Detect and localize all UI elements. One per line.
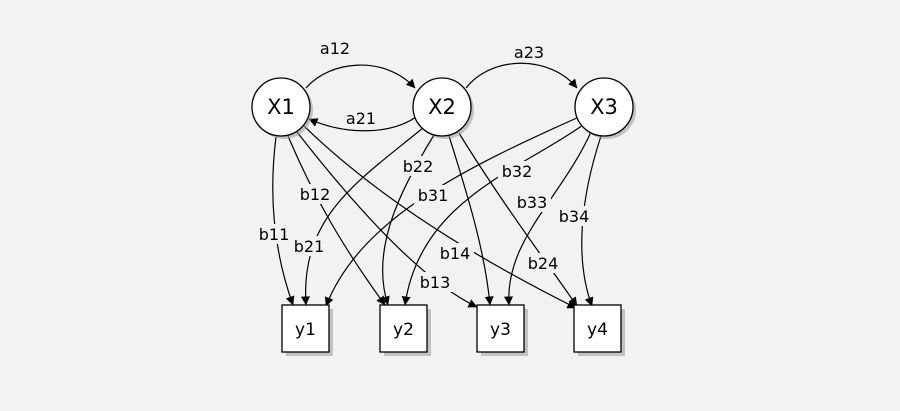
- state-node-x3: X3: [574, 77, 636, 139]
- observation-label: y2: [393, 320, 414, 340]
- label-b13: b13: [420, 273, 451, 292]
- state-label: X2: [428, 95, 456, 119]
- label-b12: b12: [300, 185, 331, 204]
- edges: [272, 62, 602, 309]
- label-a21: a21: [346, 109, 376, 128]
- observation-node-y1: y1: [281, 304, 333, 356]
- observation-node-y4: y4: [573, 304, 625, 356]
- label-b14: b14: [440, 244, 471, 263]
- edge-b13: [296, 131, 478, 308]
- observation-nodes: y1 y2 y3 y4: [281, 304, 625, 356]
- label-a12: a12: [320, 39, 350, 58]
- label-b21: b21: [294, 237, 325, 256]
- edge-b12: [287, 135, 386, 306]
- observation-label: y4: [587, 320, 608, 340]
- edge-b33: [503, 131, 592, 306]
- state-node-x2: X2: [412, 77, 474, 139]
- edge-b21: [300, 126, 425, 306]
- observation-node-y3: y3: [476, 304, 528, 356]
- label-b11: b11: [259, 225, 290, 244]
- edge-labels: a12 a21 a23 b11 b12 b13 b14 b21 b22 b24 …: [255, 39, 593, 292]
- edge-a23: [465, 62, 578, 89]
- edge-b32: [401, 124, 584, 306]
- observation-node-y2: y2: [379, 304, 431, 356]
- edge-a12: [305, 64, 416, 89]
- observation-label: y1: [295, 320, 316, 340]
- edge-b34: [581, 135, 602, 307]
- label-b24: b24: [528, 254, 559, 273]
- label-b31: b31: [418, 186, 449, 205]
- edge-b11: [272, 136, 295, 306]
- label-a23: a23: [514, 43, 544, 62]
- label-b22: b22: [403, 157, 434, 176]
- state-label: X1: [267, 95, 295, 119]
- edge-b22: [381, 134, 435, 306]
- label-b34: b34: [559, 207, 590, 226]
- edge-b14: [303, 125, 577, 309]
- state-label: X3: [590, 95, 618, 119]
- label-b32: b32: [502, 162, 533, 181]
- state-nodes: X1 X2 X3: [251, 77, 636, 139]
- edge-b23: [448, 135, 494, 306]
- edge-b24: [458, 132, 578, 307]
- state-node-x1: X1: [251, 77, 313, 139]
- edge-a21: [308, 116, 417, 132]
- observation-label: y3: [490, 320, 511, 340]
- label-b33: b33: [517, 193, 548, 212]
